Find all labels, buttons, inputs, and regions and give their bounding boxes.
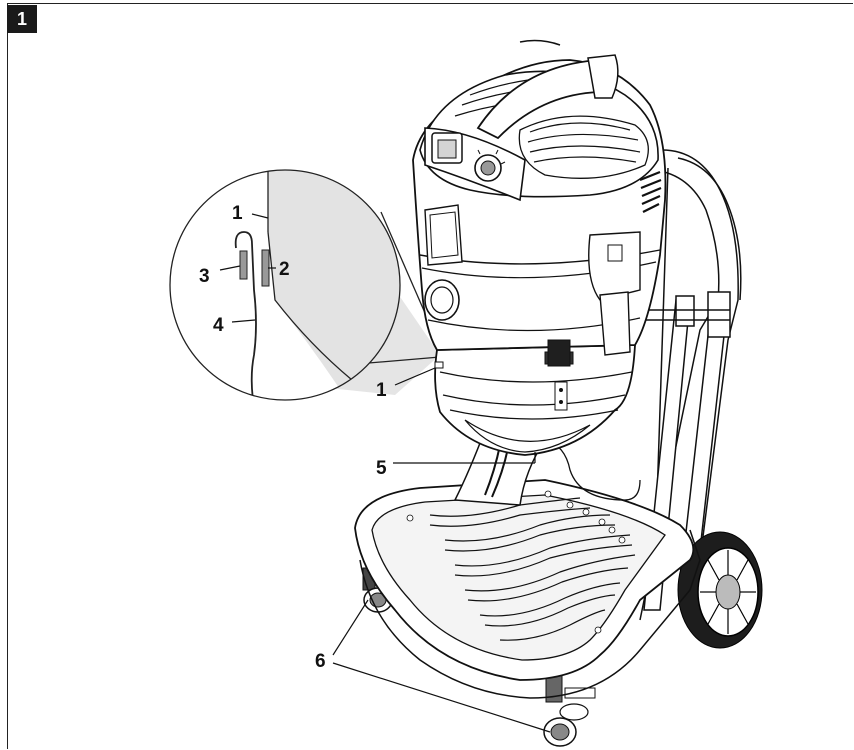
power-switch-face <box>437 139 457 159</box>
leader-lines <box>219 213 551 733</box>
callout-main-5: 5 <box>376 458 387 479</box>
caster-wheel-front <box>543 661 596 747</box>
trolley-tray <box>354 479 701 699</box>
tray-screws <box>406 490 626 634</box>
figure-frame <box>7 3 853 749</box>
callout-inset-3: 3 <box>199 266 210 287</box>
callout-inset-4: 4 <box>213 315 224 336</box>
callout-inset-1: 1 <box>232 203 243 224</box>
callout-main-1: 1 <box>376 380 387 401</box>
figure-number-badge: 1 <box>7 5 37 33</box>
bag-liner-line <box>234 231 257 400</box>
rubber-strip-part <box>239 250 248 280</box>
callout-main-6: 6 <box>315 651 326 672</box>
motor-head <box>412 39 667 367</box>
callout-inset-2: 2 <box>279 259 290 280</box>
dust-container <box>434 344 636 456</box>
wall-seal-part <box>261 249 270 287</box>
